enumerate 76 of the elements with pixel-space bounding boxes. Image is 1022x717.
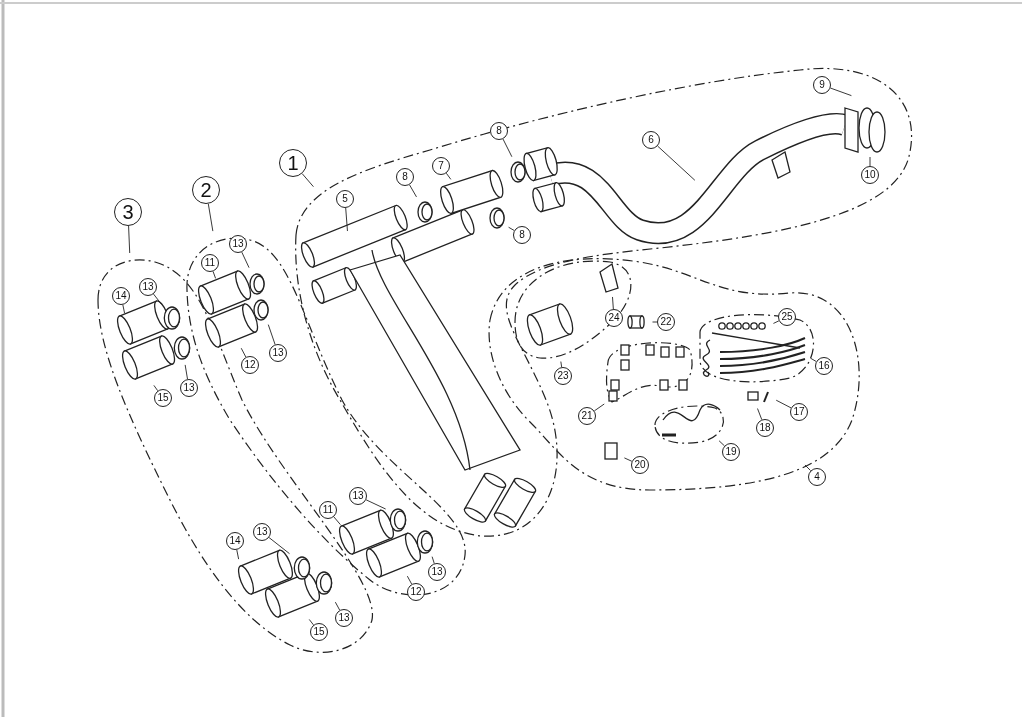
- leader-line: [153, 293, 163, 305]
- callout-number: 14: [112, 287, 130, 305]
- leader-line: [334, 601, 341, 611]
- leader-line: [502, 138, 513, 158]
- leader-line: [508, 226, 515, 231]
- leader-line: [153, 384, 159, 392]
- callout-number: 11: [319, 501, 337, 519]
- callout-number: 23: [554, 367, 572, 385]
- leader-line: [775, 399, 792, 409]
- leader-line: [657, 145, 696, 181]
- callout-number: 4: [808, 468, 826, 486]
- callout-number: 16: [815, 357, 833, 375]
- callout-number: 13: [253, 523, 271, 541]
- leader-line: [333, 516, 341, 526]
- leader-line: [810, 357, 817, 362]
- callout-number: 13: [428, 563, 446, 581]
- callout-number: 14: [226, 532, 244, 550]
- callout-number: 6: [642, 131, 660, 149]
- callout-number: 13: [139, 278, 157, 296]
- callout-number: 9: [813, 76, 831, 94]
- callout-number: 3: [114, 198, 142, 226]
- leader-line: [612, 296, 614, 310]
- leader-line: [184, 364, 188, 380]
- callout-number: 15: [154, 389, 172, 407]
- callout-number: 13: [269, 344, 287, 362]
- callout-number: 7: [432, 157, 450, 175]
- leader-line: [431, 556, 435, 564]
- leader-line: [869, 156, 871, 167]
- leader-line: [308, 619, 314, 626]
- leader-line: [623, 457, 633, 462]
- callout-number: 21: [578, 407, 596, 425]
- callout-number: 8: [490, 122, 508, 140]
- callout-number: 20: [631, 456, 649, 474]
- leader-line: [241, 251, 250, 269]
- callout-number: 11: [201, 254, 219, 272]
- callout-number: 2: [192, 176, 220, 204]
- callout-number: 13: [229, 235, 247, 253]
- callout-number: 18: [756, 419, 774, 437]
- callout-number: 22: [657, 313, 675, 331]
- leader-line: [365, 499, 387, 510]
- callout-number: 1: [279, 149, 307, 177]
- leader-line: [207, 203, 214, 232]
- leader-line: [445, 172, 452, 180]
- callout-number: 5: [336, 190, 354, 208]
- callout-number: 12: [407, 583, 425, 601]
- leader-line: [212, 271, 217, 279]
- leader-line: [301, 173, 314, 188]
- leader-line: [267, 324, 276, 345]
- leader-line: [772, 320, 780, 324]
- leader-line: [718, 440, 725, 447]
- leader-line: [409, 184, 417, 198]
- callout-number: 13: [335, 609, 353, 627]
- leader-line: [804, 464, 812, 472]
- leader-line: [268, 537, 290, 555]
- callout-number: 19: [722, 443, 740, 461]
- leader-line: [345, 207, 348, 232]
- callout-number: 13: [349, 487, 367, 505]
- leader-line: [593, 403, 605, 412]
- leader-line: [406, 575, 413, 585]
- callout-number: 24: [605, 309, 623, 327]
- leader-line: [757, 408, 763, 421]
- leader-line: [830, 87, 852, 97]
- leader-line: [560, 361, 563, 368]
- callout-number: 8: [396, 168, 414, 186]
- callout-number: 15: [310, 623, 328, 641]
- leader-line: [236, 549, 240, 560]
- leader-line: [240, 347, 247, 358]
- callout-number: 12: [241, 356, 259, 374]
- callout-number: 25: [778, 308, 796, 326]
- leader-line: [122, 304, 125, 314]
- callout-number: 8: [513, 226, 531, 244]
- callout-number: 10: [861, 166, 879, 184]
- callout-number: 17: [790, 403, 808, 421]
- leader-line: [128, 225, 131, 254]
- callout-number: 13: [180, 379, 198, 397]
- leader-line: [652, 321, 658, 323]
